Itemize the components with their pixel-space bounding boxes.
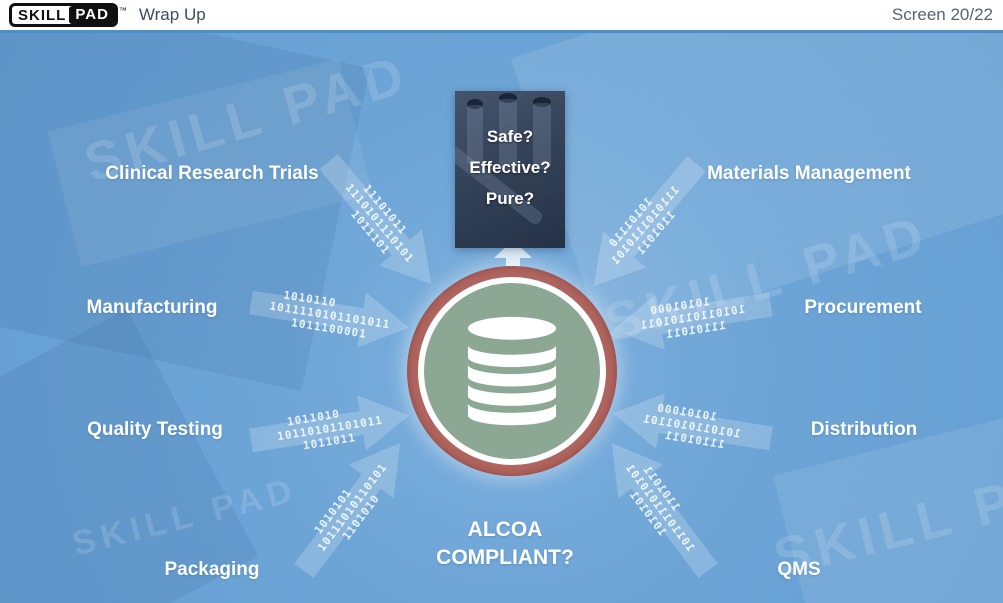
data-stream-qms: 1101011 10110111010101 1010101 [586,424,733,590]
photo-question-line: Pure? [485,189,535,208]
block-arrow-icon [294,443,401,579]
up-arrow-icon [494,240,532,280]
process-label-qms: QMS [777,559,821,580]
process-label-materials-management: Materials Management [707,163,911,184]
process-label-distribution: Distribution [810,419,918,440]
alcoa-question: ALCOA COMPLIANT? [436,516,574,572]
data-stream-distribution: 10101000 1010110101101 11101011 [608,382,776,470]
database-cylinder-icon [467,316,557,425]
database-circle-inner [418,277,606,465]
alcoa-question-line2: COMPLIANT? [436,546,574,569]
data-stream-materials-management: 10101110 1110101110101 1101011 [569,143,721,307]
data-stream-procurement: 10101000 10101101101011 11101011 [608,273,776,361]
process-label-manufacturing: Manufacturing [86,297,218,318]
process-label-quality-testing: Quality Testing [87,419,223,440]
page-title: Wrap Up [138,5,206,24]
vial-shape [467,105,483,165]
photo-question-line: Effective? [469,158,551,177]
block-arrow-icon [593,156,706,287]
vial-shape [499,99,517,169]
photo-questions: Safe? Effective? Pure? [455,91,565,209]
data-stream-packaging: 1010101 10111010110101 1101010 [278,424,425,590]
photo-question-line: Safe? [486,127,534,146]
logo-trademark: ™ [118,5,127,15]
skillpad-logo: SKILL PAD [9,3,118,27]
block-arrow-icon [611,443,718,579]
photo-tint-overlay [455,91,565,248]
process-label-packaging: Packaging [164,559,260,580]
header-bar: SKILL PAD ™ Wrap Up Screen 20/22 [0,0,1003,30]
process-label-clinical-research-trials: Clinical Research Trials [105,163,319,184]
data-stream-manufacturing: 1010110 1011110101101011 1011100001 [246,271,414,359]
block-arrow-icon [319,154,432,285]
logo-pad-text: PAD [69,6,115,24]
slide-background: SKILL PAD SKILL PAD SKILL PAD SKILL PAD … [0,33,1003,603]
block-arrow-icon [612,292,773,350]
vial-cap-shape [467,99,483,109]
alcoa-question-line1: ALCOA [467,518,543,541]
data-stream-clinical-research-trials: 11101011 1110101110101 1011101 [304,141,456,305]
block-arrow-icon [249,395,410,453]
block-arrow-icon [249,290,410,348]
vials-photo-card: Safe? Effective? Pure? [455,91,565,248]
block-arrow-icon [612,393,773,451]
header-underline [0,30,1003,33]
logo-skill-text: SKILL [18,6,67,24]
process-label-procurement: Procurement [804,297,922,318]
data-stream-quality-testing: 1011010 10110101101011 1011011 [246,384,414,472]
screen-counter: Screen 20/22 [891,5,993,24]
alcoa-database-circle [407,266,617,476]
vial-shape [533,103,551,169]
vial-cap-shape [533,97,551,107]
vial-cap-shape [499,93,517,103]
